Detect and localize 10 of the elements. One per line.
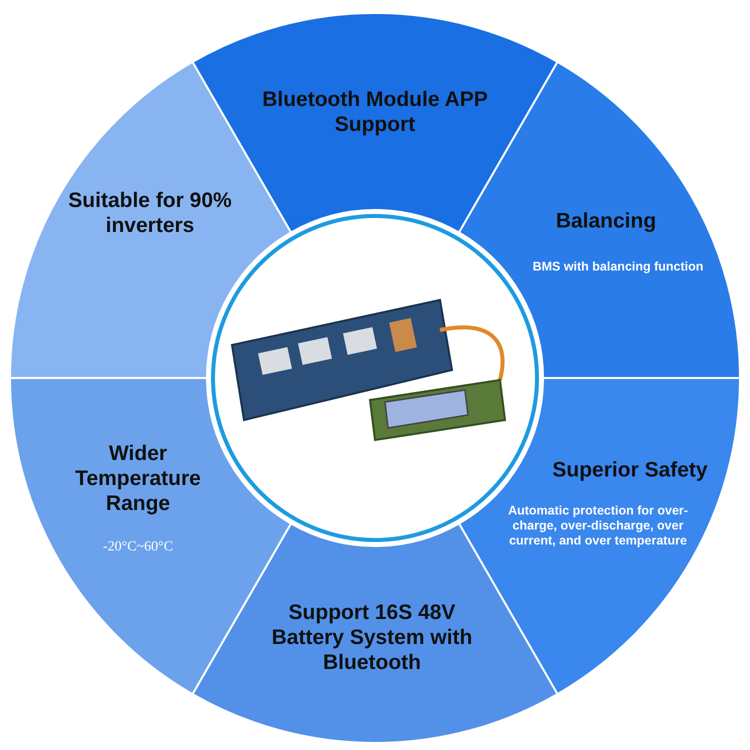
segment-description: -20°C~60°C [102,540,174,556]
segment-description: Automatic protection for over-charge, over-discharge, over current, and over temperature [508,504,688,548]
segment-heading: Suitable for 90% inverters [67,188,233,238]
circuit-board-drawing [230,298,506,442]
segment-heading: Superior Safety [551,457,709,483]
segment-heading: Wider Temperature Range [74,441,202,517]
segment-heading: Support 16S 48V Battery System with Bluetooth [270,600,474,676]
segment-description: BMS with balancing function [532,260,704,274]
segment-heading: Balancing [554,208,658,234]
segment-heading: Bluetooth Module APP Support [261,86,489,138]
